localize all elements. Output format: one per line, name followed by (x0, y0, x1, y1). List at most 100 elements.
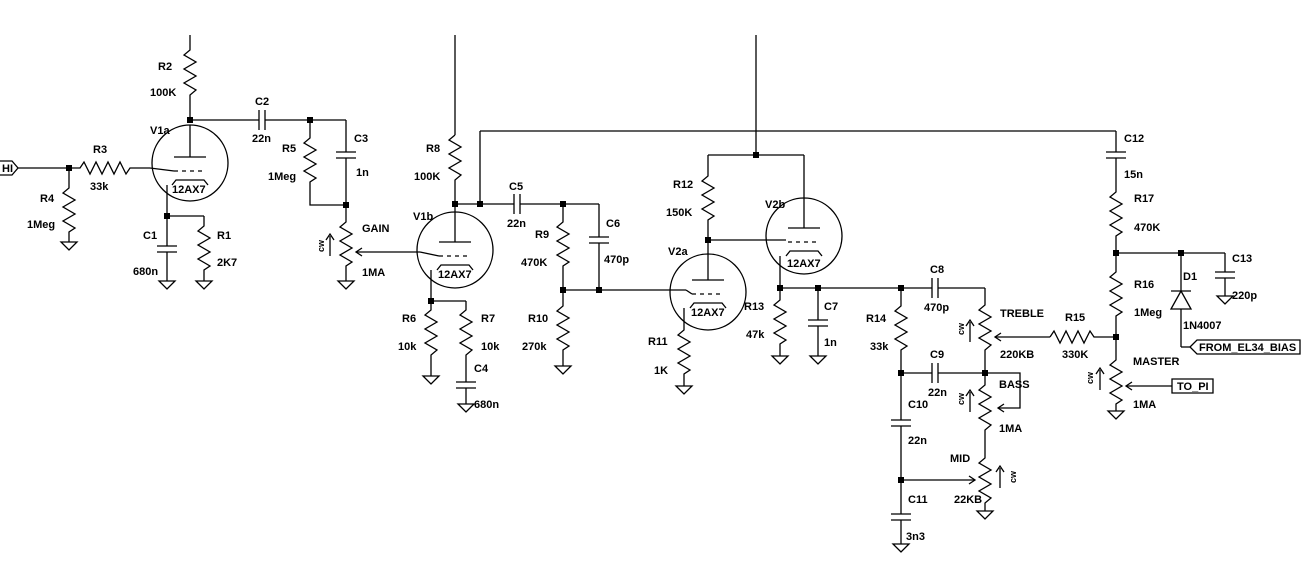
svg-text:FROM_EL34_BIAS: FROM_EL34_BIAS (1199, 342, 1296, 354)
svg-text:1MA: 1MA (999, 423, 1022, 435)
potentiometer-gain: GAIN 1MA cw (316, 205, 390, 290)
svg-text:D1: D1 (1183, 271, 1197, 283)
svg-text:R11: R11 (648, 336, 668, 348)
resistor-r10: R10 270k (522, 290, 572, 375)
svg-text:R2: R2 (158, 61, 172, 73)
potentiometer-master: MASTER 1MA cw (1085, 337, 1180, 420)
svg-text:R4: R4 (40, 193, 55, 205)
svg-text:R6: R6 (402, 313, 416, 325)
resistor-r17: R17 470K (1108, 185, 1160, 253)
svg-text:270k: 270k (522, 341, 547, 353)
resistor-r1: R1 2K7 (195, 216, 237, 290)
svg-text:C13: C13 (1232, 253, 1252, 265)
capacitor-c4: C4 680n (456, 363, 499, 413)
svg-text:100K: 100K (414, 171, 440, 183)
resistor-r7: R7 10k (458, 301, 500, 382)
junction-dot (753, 152, 759, 158)
svg-text:C1: C1 (143, 230, 157, 242)
svg-text:10k: 10k (481, 341, 500, 353)
svg-text:1K: 1K (654, 365, 668, 377)
capacitor-c7: C7 1n (808, 288, 838, 365)
resistor-r15: R15 330K (1049, 312, 1116, 361)
resistor-r4: R4 1Meg (27, 168, 78, 251)
svg-text:1Meg: 1Meg (1134, 307, 1162, 319)
resistor-r5: R5 1Meg (268, 120, 346, 206)
input-port-hi: HI (0, 160, 69, 176)
svg-text:470K: 470K (1134, 222, 1160, 234)
svg-text:2K7: 2K7 (217, 257, 237, 269)
svg-text:R12: R12 (673, 179, 693, 191)
svg-text:150K: 150K (666, 207, 692, 219)
svg-text:C4: C4 (474, 363, 489, 375)
svg-text:12AX7: 12AX7 (438, 269, 472, 281)
svg-text:C7: C7 (824, 301, 838, 313)
svg-text:220p: 220p (1232, 290, 1257, 302)
svg-text:1n: 1n (356, 167, 369, 179)
potentiometer-bass: BASS 1MA cw (956, 372, 1030, 450)
resistor-r2: R2 100K (150, 35, 198, 120)
svg-text:12AX7: 12AX7 (172, 184, 206, 196)
resistor-r11: R11 1K (648, 308, 693, 395)
port-from-el34-bias: FROM_EL34_BIAS (1189, 339, 1301, 355)
svg-text:220KB: 220KB (1000, 349, 1034, 361)
resistor-r9: R9 470K (521, 204, 571, 290)
potentiometer-mid: MID 22KB cw (950, 450, 1018, 520)
svg-text:R7: R7 (481, 313, 495, 325)
svg-text:33k: 33k (90, 181, 109, 193)
tube-v1a: V1a 12AX7 (149, 124, 229, 202)
svg-text:22n: 22n (507, 218, 526, 230)
svg-text:TREBLE: TREBLE (1000, 308, 1044, 320)
svg-text:MASTER: MASTER (1133, 356, 1180, 368)
svg-text:MID: MID (950, 453, 970, 465)
capacitor-c6: C6 470p (589, 204, 629, 290)
svg-text:22n: 22n (928, 387, 947, 399)
svg-text:680n: 680n (133, 266, 158, 278)
svg-text:1MA: 1MA (1133, 399, 1156, 411)
svg-text:330K: 330K (1062, 349, 1088, 361)
svg-text:cw: cw (1008, 470, 1018, 483)
svg-text:C6: C6 (606, 218, 620, 230)
svg-text:1Meg: 1Meg (268, 171, 296, 183)
svg-text:C5: C5 (509, 181, 523, 193)
resistor-r13: R13 47k (744, 288, 789, 365)
svg-text:V2a: V2a (668, 246, 688, 258)
svg-text:10k: 10k (398, 341, 417, 353)
svg-text:12AX7: 12AX7 (691, 307, 725, 319)
svg-text:V1b: V1b (413, 211, 433, 223)
svg-text:R5: R5 (282, 143, 296, 155)
svg-text:R1: R1 (217, 230, 231, 242)
capacitor-c9: C9 22n (901, 349, 985, 399)
svg-text:47k: 47k (746, 329, 765, 341)
capacitor-c12: C12 15n (1106, 131, 1144, 185)
svg-text:470K: 470K (521, 257, 547, 269)
svg-text:HI: HI (2, 163, 13, 175)
svg-text:3n3: 3n3 (906, 531, 925, 543)
svg-text:470p: 470p (924, 302, 949, 314)
svg-text:22n: 22n (252, 133, 271, 145)
svg-text:C2: C2 (255, 96, 269, 108)
tube-v2a: V2a 12AX7 (668, 240, 747, 331)
svg-text:R13: R13 (744, 301, 764, 313)
svg-text:1MA: 1MA (362, 267, 385, 279)
svg-text:R17: R17 (1134, 193, 1154, 205)
tube-v2b: V2b 12AX7 (765, 155, 843, 275)
svg-text:33k: 33k (870, 341, 889, 353)
svg-text:1Meg: 1Meg (27, 219, 55, 231)
svg-text:R10: R10 (528, 313, 548, 325)
svg-text:22KB: 22KB (954, 494, 982, 506)
svg-text:C10: C10 (908, 399, 928, 411)
capacitor-c11: C11 3n3 (891, 480, 928, 553)
capacitor-c13: C13 220p (1215, 253, 1257, 305)
port-to-pi: TO_PI (1171, 378, 1214, 394)
capacitor-c1: C1 680n (133, 216, 177, 290)
svg-text:C12: C12 (1124, 133, 1144, 145)
svg-text:V1a: V1a (150, 125, 170, 137)
svg-text:R16: R16 (1134, 279, 1154, 291)
svg-text:V2b: V2b (765, 199, 785, 211)
resistor-r12: R12 150K (666, 154, 804, 240)
svg-text:TO_PI: TO_PI (1177, 381, 1209, 393)
svg-text:680n: 680n (474, 399, 499, 411)
svg-text:C9: C9 (930, 349, 944, 361)
svg-text:22n: 22n (908, 435, 927, 447)
